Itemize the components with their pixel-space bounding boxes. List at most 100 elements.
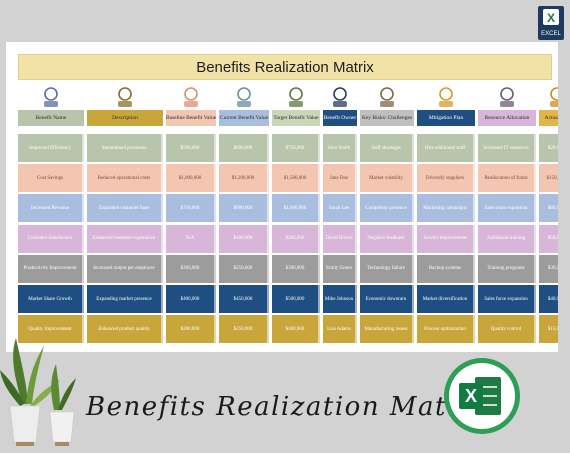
table-cell[interactable]: $400,000 (166, 285, 216, 313)
table-cell[interactable]: David Brown (323, 224, 357, 253)
table-cell[interactable]: $450,000 (219, 285, 269, 313)
table-cell[interactable]: Mike Johnson (323, 285, 357, 313)
column-header-2[interactable]: Description (87, 82, 163, 174)
column-header-label: Baseline Benefit Value (166, 110, 216, 126)
table-cell[interactable]: Service improvement (417, 224, 475, 253)
table-cell[interactable]: $250,000 (219, 315, 269, 344)
table-cell[interactable]: $1,000,000 (272, 194, 320, 223)
table-cell[interactable]: $200,000 (272, 224, 320, 253)
sheet-title: Benefits Realization Matrix (18, 54, 552, 80)
column-header-5[interactable]: Target Benefit Value (272, 82, 320, 174)
table-cell[interactable]: Market diversification (417, 285, 475, 313)
hand-money-icon (38, 84, 64, 110)
table-cell[interactable]: Increased Revenue (18, 194, 84, 223)
table-cell[interactable]: Enhanced product quality (87, 315, 163, 344)
table-cell[interactable]: $900,000 (219, 194, 269, 223)
column-header-6[interactable]: Benefit Owner (323, 82, 357, 174)
table-cell[interactable]: Improved Efficiency (18, 134, 84, 162)
climber-icon (374, 84, 400, 110)
table-cell[interactable]: $200,000 (166, 315, 216, 344)
table-cell[interactable]: Additional training (478, 224, 536, 253)
table-cell[interactable]: Reallocation of funds (478, 164, 536, 193)
table-cell[interactable]: $30,000 (539, 254, 558, 283)
table-cell[interactable]: Customer Satisfaction (18, 224, 84, 253)
table-cell[interactable]: $750,000 (166, 194, 216, 223)
table-cell[interactable]: Backup systems (417, 254, 475, 283)
table-cell[interactable]: $250,000 (219, 254, 269, 283)
table-cell[interactable]: $1,500,000 (272, 164, 320, 193)
table-cell[interactable]: $1,200,000 (219, 164, 269, 193)
table-cell[interactable]: Competitor presence (360, 194, 414, 223)
column-header-label: Resource Allocation (478, 110, 536, 126)
svg-text:X: X (465, 386, 477, 406)
column-header-9[interactable]: Resource Allocation (478, 82, 536, 174)
table-cell[interactable]: N/A (166, 224, 216, 253)
column-header-label: Benefit Name (18, 110, 84, 126)
column-header-label: Mitigation Plan (417, 110, 475, 126)
table-cell[interactable]: Quality control (478, 315, 536, 344)
table-cell[interactable]: $200,000 (166, 254, 216, 283)
spreadsheet-sheet: Benefits Realization Matrix Benefit Name… (6, 42, 558, 352)
table-cell[interactable]: $400,000 (272, 315, 320, 344)
table-cell[interactable]: Expanding market presence (87, 285, 163, 313)
table-cell[interactable]: Process optimization (417, 315, 475, 344)
table-cell[interactable]: Hire additional staff (417, 134, 475, 162)
table-cell[interactable]: Enhanced customer experience (87, 224, 163, 253)
table-cell[interactable]: Productivity Improvement (18, 254, 84, 283)
column-header-10[interactable]: Actual Ben (539, 82, 558, 174)
column-header-8[interactable]: Mitigation Plan (417, 82, 475, 174)
table-cell[interactable]: $150,000 (539, 164, 558, 193)
table-cell[interactable]: Expanded customer base (87, 194, 163, 223)
table-cell[interactable]: Reduced operational costs (87, 164, 163, 193)
table-cell[interactable]: Economic downturn (360, 285, 414, 313)
table-cell[interactable]: $40,000 (539, 285, 558, 313)
table-cell[interactable]: Sales team expansion (478, 194, 536, 223)
table-cell[interactable]: $100,000 (219, 224, 269, 253)
table-cell[interactable]: Increased output per employee (87, 254, 163, 283)
table-cell[interactable]: Market Share Growth (18, 285, 84, 313)
table-cell[interactable]: $15,000 (539, 315, 558, 344)
table-cell[interactable]: Increased IT resources (478, 134, 536, 162)
table-cell[interactable]: $80,000 (539, 194, 558, 223)
column-header-label: Key Risks/ Challenges (360, 110, 414, 126)
table-cell[interactable]: Lisa Adams (323, 315, 357, 344)
column-header-label: Benefit Owner (323, 110, 357, 126)
table-cell[interactable]: $300,000 (272, 254, 320, 283)
table-cell[interactable]: $750,000 (272, 134, 320, 162)
table-cell[interactable]: Staff shortages (360, 134, 414, 162)
table-cell[interactable]: Emily Green (323, 254, 357, 283)
table-cell[interactable]: Manufacturing issues (360, 315, 414, 344)
table-cell[interactable]: John Smith (323, 134, 357, 162)
table-cell[interactable]: $500,000 (166, 134, 216, 162)
column-header-3[interactable]: Baseline Benefit Value (166, 82, 216, 174)
column-header-7[interactable]: Key Risks/ Challenges (360, 82, 414, 174)
table-cell[interactable]: Sarah Lee (323, 194, 357, 223)
table-cell[interactable]: Training programs (478, 254, 536, 283)
table-cell[interactable]: $500,000 (272, 285, 320, 313)
table-cell[interactable]: Diversify suppliers (417, 164, 475, 193)
table-cell[interactable]: Market volatility (360, 164, 414, 193)
table-cell[interactable]: $20,000 (539, 134, 558, 162)
clipboard-icon (112, 84, 138, 110)
excel-badge-icon: X EXCEL (538, 6, 564, 40)
table-cell[interactable]: Technology failure (360, 254, 414, 283)
table-cell[interactable]: $600,000 (219, 134, 269, 162)
table-cell[interactable]: Quality Improvement (18, 315, 84, 344)
table-cell[interactable]: Streamlined processes (87, 134, 163, 162)
table-cell[interactable]: $1,000,000 (166, 164, 216, 193)
table-cell[interactable]: Jane Doe (323, 164, 357, 193)
table-cell[interactable]: Marketing campaigns (417, 194, 475, 223)
column-header-label: Actual Ben (539, 110, 558, 126)
column-header-1[interactable]: Benefit Name (18, 82, 84, 174)
table-cell[interactable]: $50,000 (539, 224, 558, 253)
table-cell[interactable]: Sales force expansion (478, 285, 536, 313)
column-header-4[interactable]: Current Benefit Value (219, 82, 269, 174)
table-cell[interactable]: Cost Savings (18, 164, 84, 193)
column-header-label: Current Benefit Value (219, 110, 269, 126)
column-header-label: Description (87, 110, 163, 126)
footer-caption: Benefits Realization Matrix (86, 392, 487, 422)
growth-hand-icon (231, 84, 257, 110)
table-cell[interactable]: Negative feedback (360, 224, 414, 253)
plant-pot-icon (0, 338, 76, 446)
